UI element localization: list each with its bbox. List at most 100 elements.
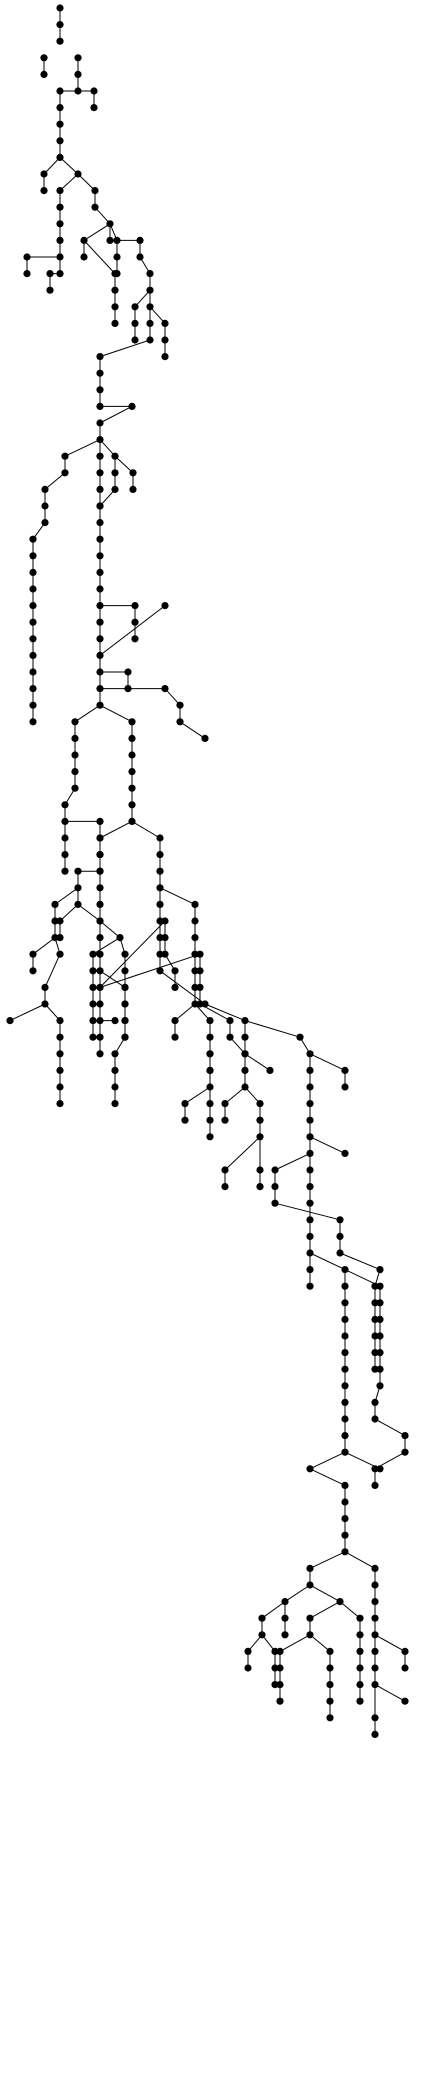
tree-node	[71, 718, 79, 726]
tree-node	[401, 1432, 409, 1440]
tree-node	[128, 402, 136, 410]
tree-node	[56, 253, 64, 261]
tree-node	[128, 751, 136, 759]
tree-node	[111, 303, 119, 311]
tree-node	[56, 270, 64, 278]
tree-node	[206, 1100, 214, 1108]
tree-node	[129, 469, 137, 477]
tree-node	[341, 1382, 349, 1390]
tree-node	[306, 1614, 314, 1622]
tree-node	[41, 1000, 49, 1008]
tree-node	[241, 1033, 249, 1041]
tree-node	[256, 1116, 264, 1124]
tree-edges	[9, 8, 406, 1735]
tree-node	[61, 452, 69, 460]
tree-edge	[59, 157, 79, 175]
tree-edge	[99, 970, 126, 988]
tree-node	[171, 1017, 179, 1025]
tree-node	[90, 104, 98, 112]
tree-node	[371, 1315, 379, 1323]
tree-node	[171, 967, 179, 975]
tree-node	[371, 1282, 379, 1290]
tree-node	[341, 1149, 349, 1157]
tree-node	[111, 1050, 119, 1058]
tree-node	[29, 552, 37, 560]
tree-node	[281, 1631, 289, 1639]
tree-node	[128, 718, 136, 726]
tree-node	[161, 917, 169, 925]
tree-node	[376, 1365, 384, 1373]
tree-node	[356, 1647, 364, 1655]
tree-node	[171, 983, 179, 992]
tree-node	[196, 983, 204, 992]
tree-node	[244, 1647, 252, 1655]
tree-node	[96, 668, 104, 676]
tree-node	[96, 452, 104, 460]
tree-node	[74, 900, 82, 909]
tree-node	[341, 1481, 349, 1489]
tree-edge	[99, 920, 166, 988]
tree-node	[371, 1332, 379, 1340]
tree-edge	[309, 1136, 346, 1154]
tree-node	[244, 1664, 252, 1672]
tree-node	[356, 1697, 364, 1705]
tree-node	[96, 502, 104, 510]
tree-node	[116, 934, 124, 942]
tree-node	[271, 1199, 279, 1207]
tree-node	[29, 685, 37, 693]
tree-node	[341, 1066, 349, 1074]
tree-node	[96, 618, 104, 626]
tree-node	[341, 1266, 349, 1274]
tree-edge	[99, 820, 133, 839]
tree-node	[56, 153, 64, 161]
tree-node	[341, 1515, 349, 1523]
tree-node	[206, 1017, 214, 1025]
tree-node	[161, 934, 169, 942]
tree-node	[256, 1100, 264, 1108]
tree-node	[241, 1066, 249, 1074]
tree-edge	[174, 1003, 196, 1021]
tree-node	[121, 1000, 129, 1008]
tree-node	[56, 1100, 64, 1108]
tree-node	[341, 1398, 349, 1406]
tree-node	[271, 1166, 279, 1174]
tree-node	[113, 236, 121, 244]
tree-edge	[44, 1003, 61, 1021]
tree-edge	[77, 173, 96, 191]
tree-node	[61, 834, 69, 842]
tree-node	[40, 170, 48, 178]
tree-node	[56, 1066, 64, 1074]
tree-node	[196, 967, 204, 975]
tree-node	[241, 1083, 249, 1091]
tree-node	[161, 353, 169, 361]
tree-node	[89, 967, 97, 975]
tree-node	[80, 236, 88, 244]
tree-edge	[184, 1086, 211, 1105]
tree-node	[74, 884, 82, 892]
tree-node	[136, 236, 144, 244]
tree-node	[156, 950, 164, 958]
tree-node	[241, 1017, 249, 1025]
tree-node	[40, 54, 48, 62]
tree-node	[171, 1033, 179, 1041]
tree-node	[336, 1232, 344, 1240]
tree-node	[29, 701, 37, 709]
tree-node	[206, 1033, 214, 1041]
tree-node	[111, 286, 119, 294]
tree-node	[371, 1415, 379, 1423]
tree-node	[191, 1000, 199, 1008]
tree-node	[29, 568, 37, 577]
tree-node	[111, 1017, 119, 1025]
tree-edge	[179, 721, 206, 739]
tree-node	[131, 319, 139, 327]
tree-edge	[59, 904, 79, 922]
tree-node	[176, 718, 184, 726]
tree-node	[131, 618, 139, 626]
tree-node	[89, 983, 97, 992]
tree-node	[306, 1564, 314, 1572]
tree-edge	[64, 439, 101, 457]
tree-node	[56, 104, 64, 112]
tree-node	[29, 585, 37, 593]
tree-edge	[92, 937, 121, 955]
